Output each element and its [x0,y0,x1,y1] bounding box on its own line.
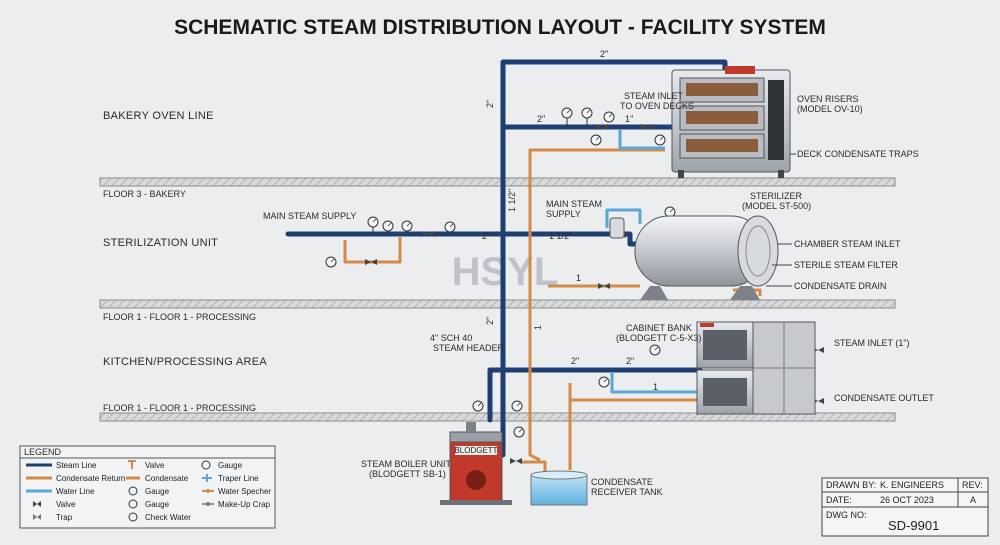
size-cond-riser: 1 [533,325,543,330]
tb-dwg: SD-9901 [888,518,939,533]
label-sterile-filter: STERILE STEAM FILTER [794,260,898,270]
legend-item-2: Gauge [218,461,243,470]
label-main-supply-mid-1: MAIN STEAM [546,199,602,209]
drawing-title: SCHEMATIC STEAM DISTRIBUTION LAYOUT - FA… [174,16,826,39]
label-cabinet-inlet: STEAM INLET (1") [834,338,910,348]
size-top-run: 2" [600,49,608,59]
label-sterilizer-2: (MODEL ST-500) [742,201,811,211]
tb-dwg-label: DWG NO: [826,510,867,520]
legend-item-7: Gauge [145,487,170,496]
tb-rev-label: REV: [962,480,983,490]
area-bakery: BAKERY OVEN LINE [103,110,214,122]
size-oven-branch: 2" [537,114,545,124]
label-receiver-2: RECEIVER TANK [591,487,663,497]
oven-icon [671,66,791,178]
legend-item-4: Condensate [145,474,189,483]
label-sterilizer-1: STERILIZER [750,191,803,201]
label-steam-inlet-ovens-1: STEAM INLET [624,91,684,101]
label-condensate-drain: CONDENSATE DRAIN [794,281,886,291]
boiler-icon [440,422,512,505]
label-main-supply-left: MAIN STEAM SUPPLY [263,211,356,221]
boiler-brand: BLODGETT [454,446,497,455]
legend-item-8: Water Specher [218,487,271,496]
area-kitchen: KITCHEN/PROCESSING AREA [103,356,267,368]
legend-item-6: Water Line [56,487,95,496]
label-oven-risers-2: (MODEL OV-10) [797,104,863,114]
size-steril-branch: 1 1/2" [549,231,572,241]
floor-slab-3 [99,177,896,187]
gauge-icon [325,107,676,438]
label-cabinet-bank-1: CABINET BANK [626,323,692,333]
tb-date-label: DATE: [826,495,852,505]
tank-icon [530,470,588,506]
legend-item-12: Trap [56,513,73,522]
tb-rev: A [970,495,976,505]
size-kitchen-feed: 2" [626,356,634,366]
label-receiver-1: CONDENSATE [591,477,653,487]
legend-heading: LEGEND [24,447,62,457]
tb-date: 26 OCT 2023 [880,495,934,505]
legend-item-10: Gauge [145,500,170,509]
title-block: DRAWN BY: K. ENGINEERS REV: DATE: 26 OCT… [821,477,989,537]
legend-item-3: Condensate Return [56,474,125,483]
size-kitchen-cond: 1 [653,382,658,392]
floor-slab-1a [99,299,896,309]
size-riser-mid: 1 1/2" [507,189,517,212]
cabinet-icon [696,321,816,415]
size-riser-upper: 2" [485,100,495,108]
label-condensate-outlet: CONDENSATE OUTLET [834,393,934,403]
label-main-supply-mid-2: SUPPLY [546,209,581,219]
size-steril-cond: 1 [576,273,581,283]
tb-drawn-by: K. ENGINEERS [880,480,944,490]
label-boiler-1: STEAM BOILER UNIT [361,459,452,469]
legend-item-1: Valve [145,461,165,470]
floor-label-3: FLOOR 3 - BAKERY [103,189,186,199]
sterilizer-icon [609,215,779,300]
legend-item-9: Valve [56,500,76,509]
label-boiler-2: (BLODGETT SB-1) [369,469,446,479]
legend-item-0: Steam Line [56,461,97,470]
label-deck-traps: DECK CONDENSATE TRAPS [797,149,919,159]
size-riser-low: 2" [485,317,495,325]
water-piping [605,130,700,394]
label-header-1: 4" SCH 40 [430,333,472,343]
size-kitchen-branch: 2" [571,356,579,366]
floor-label-1a: FLOOR 1 - FLOOR 1 - PROCESSING [103,312,256,322]
label-cabinet-bank-2: (BLODGETT C-5-X3) [616,333,701,343]
legend-item-5: Traper Line [218,474,259,483]
size-steril-main: 2" [482,231,490,241]
area-sterilization: STERILIZATION UNIT [103,237,218,249]
floor-label-1b: FLOOR 1 - FLOOR 1 - PROCESSING [103,403,256,413]
label-oven-risers-1: OVEN RISERS [797,94,859,104]
tb-drawn-by-label: DRAWN BY: [826,480,876,490]
label-steam-inlet-ovens-2: TO OVEN DECKS [620,101,694,111]
floor-slab-1b [99,412,896,422]
legend-item-11: Make-Up Crap [218,500,271,509]
label-chamber-inlet: CHAMBER STEAM INLET [794,239,901,249]
legend: LEGEND Steam Line Valve Gauge Condensate… [19,445,276,529]
label-header-2: STEAM HEADER [433,343,505,353]
size-oven-feed: 1" [625,114,633,124]
legend-item-13: Check Water [145,513,191,522]
